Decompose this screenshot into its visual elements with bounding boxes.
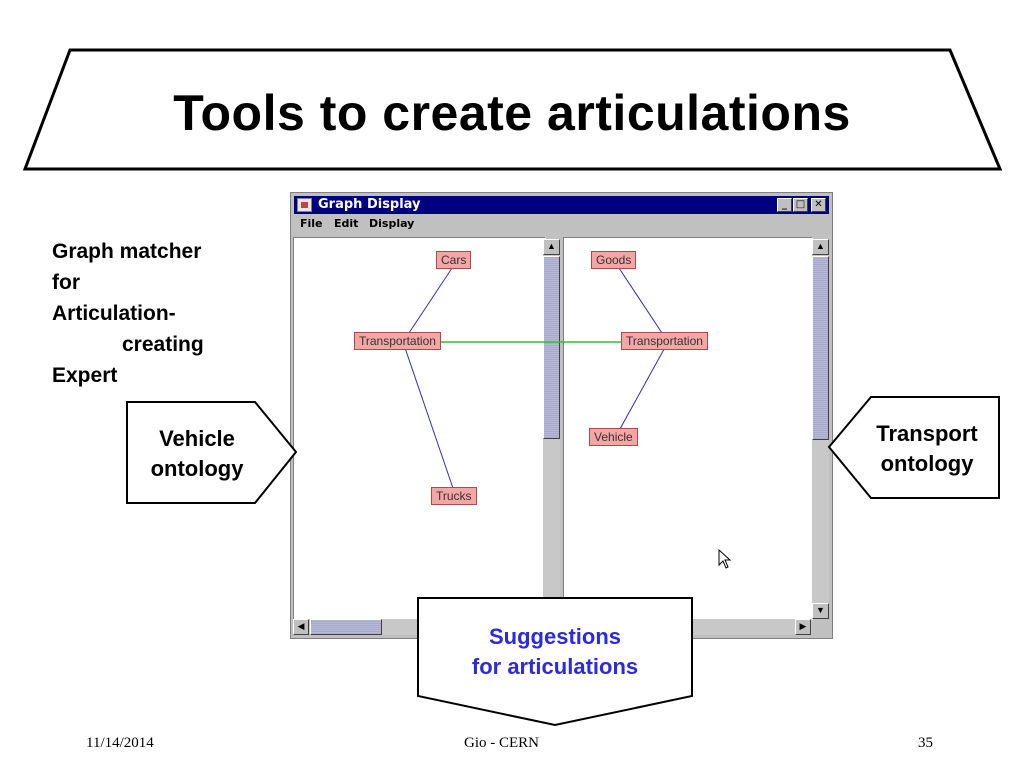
scroll-up-button[interactable]: ▲ (812, 239, 829, 255)
menu-file[interactable]: File (300, 217, 323, 230)
window-titlebar[interactable]: Graph Display _ □ ✕ (294, 196, 829, 214)
node-transportation-right[interactable]: Transportation (621, 332, 708, 350)
mouse-cursor-icon (718, 549, 732, 569)
menu-bar: File Edit Display (294, 215, 829, 233)
callout-line: Suggestions (488, 624, 621, 649)
transport-callout-text: Transport ontology (857, 419, 997, 479)
footer-date: 11/14/2014 (86, 735, 154, 751)
description-line: Expert (52, 364, 118, 387)
window-title: Graph Display (318, 197, 421, 212)
callout-line: ontology (880, 451, 974, 476)
app-icon (297, 198, 312, 212)
description-line: Articulation- (52, 302, 176, 325)
menu-edit[interactable]: Edit (334, 217, 359, 230)
callout-line: Vehicle (159, 426, 235, 451)
scroll-thumb[interactable] (310, 619, 382, 635)
vehicle-callout-text: Vehicle ontology (127, 424, 267, 484)
callout-line: Transport (876, 421, 978, 446)
description-line: Graph matcher (52, 240, 202, 263)
node-transportation-left[interactable]: Transportation (354, 332, 441, 350)
left-vertical-scrollbar[interactable]: ▲ (543, 239, 560, 606)
callout-line: for articulations (471, 654, 639, 679)
scroll-thumb[interactable] (812, 256, 829, 440)
node-trucks[interactable]: Trucks (431, 487, 477, 505)
slide-title: Tools to create articulations (173, 85, 851, 141)
scroll-thumb[interactable] (543, 256, 560, 439)
minimize-button[interactable]: _ (777, 198, 792, 212)
edge-goods-transportation (614, 261, 669, 343)
node-vehicle[interactable]: Vehicle (589, 428, 638, 446)
menu-display[interactable]: Display (369, 217, 415, 230)
node-goods[interactable]: Goods (591, 251, 637, 269)
description-line: for (52, 271, 80, 294)
callout-line: ontology (150, 456, 244, 481)
title-banner (22, 48, 1003, 171)
description-line: creating (122, 333, 204, 356)
edge-transportation-trucks (402, 341, 457, 498)
edge-transportation-vehicle (614, 341, 669, 439)
footer-center-text: Gio - CERN (464, 735, 539, 751)
left-graph-pane[interactable] (293, 237, 546, 620)
edge-cars-transportation (402, 261, 457, 343)
close-button[interactable]: ✕ (811, 198, 826, 212)
graph-display-window: Graph Display _ □ ✕ File Edit Display ▲ … (290, 192, 833, 639)
description-text: Graph matcher for Articulation- creating… (52, 236, 204, 391)
suggestions-callout-shape (417, 597, 693, 727)
suggestions-callout-text: Suggestions for articulations (418, 622, 692, 682)
vehicle-callout-shape (126, 401, 298, 504)
node-cars[interactable]: Cars (436, 251, 472, 269)
scroll-left-button[interactable]: ◀ (293, 619, 309, 635)
right-vertical-scrollbar[interactable]: ▲ ▼ (812, 239, 829, 619)
maximize-button[interactable]: □ (793, 198, 808, 212)
right-horizontal-scrollbar[interactable]: ▶ (691, 619, 812, 635)
transport-callout-shape (827, 396, 1000, 499)
scroll-up-button[interactable]: ▲ (543, 239, 560, 255)
scroll-right-button[interactable]: ▶ (795, 619, 811, 635)
page-number: 35 (918, 735, 933, 751)
scroll-down-button[interactable]: ▼ (812, 603, 829, 619)
